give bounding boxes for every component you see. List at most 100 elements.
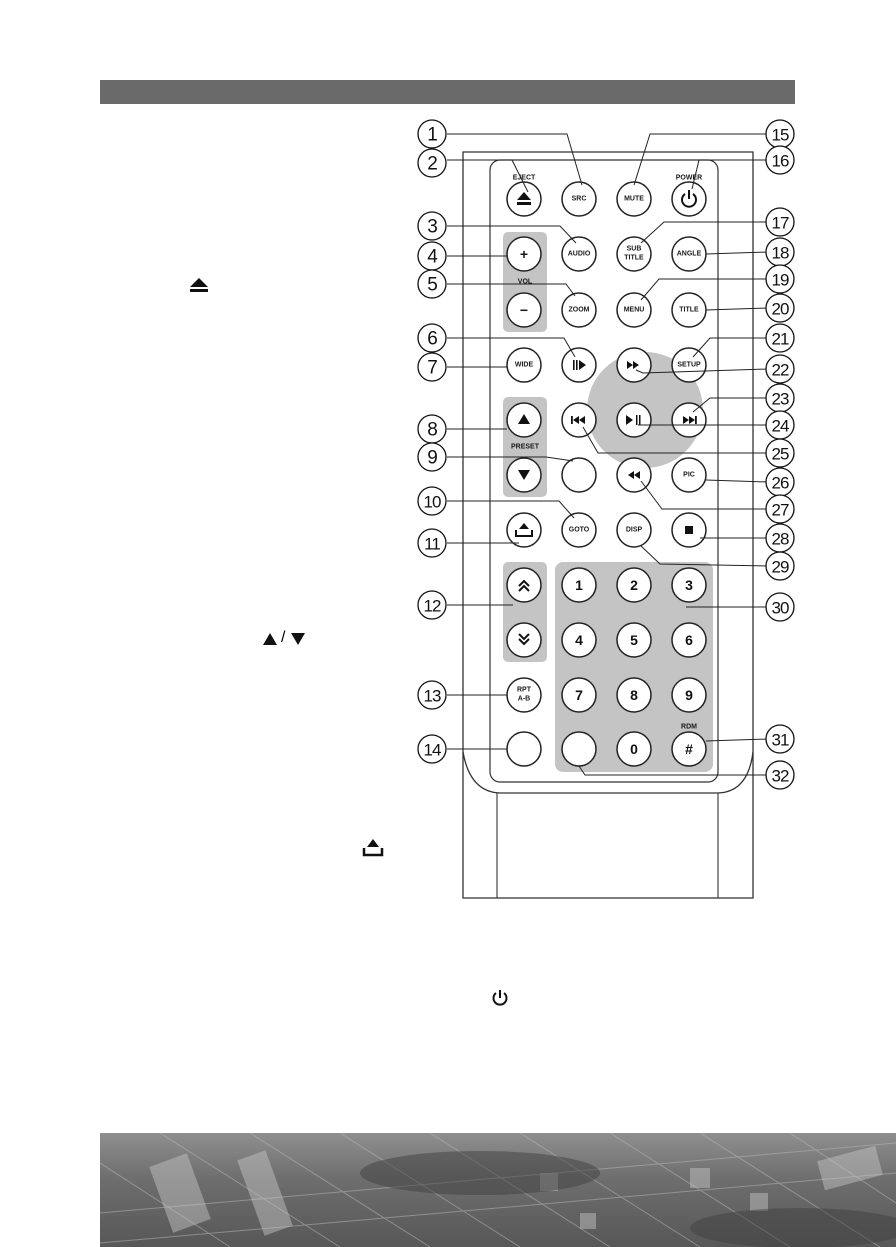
callout-24: 24 [765, 410, 795, 440]
svg-text:29: 29 [772, 558, 789, 577]
page-down-button[interactable] [506, 622, 542, 658]
disp-button[interactable]: DISP [616, 512, 652, 548]
angle-button[interactable]: ANGLE [671, 236, 707, 272]
svg-text:MENU: MENU [624, 307, 645, 314]
subtitle-button[interactable]: SUB TITLE [616, 236, 652, 272]
next-button[interactable] [671, 402, 707, 438]
mute-button[interactable]: MUTE [616, 181, 652, 217]
numpad-1-button[interactable]: 1 [561, 567, 597, 603]
callout-28: 28 [765, 523, 795, 553]
callout-6: 6 [417, 323, 447, 353]
vol-down-button[interactable]: − [506, 292, 542, 328]
pic-button[interactable]: PIC [671, 457, 707, 493]
blank-button-32[interactable] [561, 731, 597, 767]
play-pause-button[interactable] [616, 402, 652, 438]
svg-text:GOTO: GOTO [569, 527, 590, 534]
blank-button-14[interactable] [506, 731, 542, 767]
up-triangle-icon [263, 633, 277, 645]
wide-button[interactable]: WIDE [506, 347, 542, 383]
zoom-button[interactable]: ZOOM [561, 292, 597, 328]
rpt-ab-button[interactable]: RPT A-B [506, 677, 542, 713]
svg-text:6: 6 [685, 632, 693, 648]
leader-lines [447, 133, 769, 776]
power-label: POWER [676, 175, 702, 182]
tray-eject-icon [362, 839, 384, 857]
svg-text:9: 9 [685, 687, 693, 703]
callout-9: 9 [417, 442, 447, 472]
hash-rdm-button[interactable]: # [671, 731, 707, 767]
svg-text:20: 20 [772, 300, 789, 319]
callout-27: 27 [765, 494, 795, 524]
callout-15: 15 [765, 119, 795, 149]
svg-text:23: 23 [772, 390, 789, 409]
header-bar [100, 80, 795, 104]
callout-16: 16 [765, 145, 795, 175]
svg-text:8: 8 [630, 687, 638, 703]
power-button[interactable] [671, 181, 707, 217]
svg-text:10: 10 [424, 493, 441, 512]
src-button[interactable]: SRC [561, 181, 597, 217]
eject-icon [517, 192, 531, 200]
svg-text:3: 3 [685, 577, 693, 593]
svg-text:−: − [520, 302, 528, 318]
svg-text:WIDE: WIDE [515, 362, 534, 369]
svg-text:SRC: SRC [572, 196, 587, 203]
svg-text:4: 4 [575, 632, 583, 648]
numpad-9-button[interactable]: 9 [671, 677, 707, 713]
fast-forward-button[interactable] [616, 347, 652, 383]
callout-19: 19 [765, 264, 795, 294]
goto-button[interactable]: GOTO [561, 512, 597, 548]
stop-button[interactable] [671, 512, 707, 548]
svg-text:PIC: PIC [683, 472, 695, 479]
slow-button[interactable] [561, 347, 597, 383]
numpad-3-button[interactable]: 3 [671, 567, 707, 603]
previous-button[interactable] [561, 402, 597, 438]
callout-7: 7 [417, 352, 447, 382]
eject-button[interactable] [506, 181, 542, 217]
numpad-5-button[interactable]: 5 [616, 622, 652, 658]
numpad-7-button[interactable]: 7 [561, 677, 597, 713]
callout-29: 29 [765, 551, 795, 581]
preset-up-button[interactable] [506, 402, 542, 438]
remote-outer-body [462, 151, 754, 899]
svg-text:16: 16 [772, 152, 789, 171]
callout-1: 1 [417, 119, 447, 149]
numpad-6-button[interactable]: 6 [671, 622, 707, 658]
callout-31: 31 [765, 724, 795, 754]
menu-button[interactable]: MENU [616, 292, 652, 328]
preset-down-button[interactable] [506, 457, 542, 493]
vol-up-button[interactable]: + [506, 236, 542, 272]
double-chevron-up-icon [518, 579, 530, 587]
slow-icon [573, 360, 575, 370]
triangle-down-icon [518, 470, 530, 480]
svg-text:22: 22 [772, 361, 789, 380]
callout-23: 23 [765, 383, 795, 413]
svg-text:#: # [685, 741, 693, 757]
callout-30: 30 [765, 592, 795, 622]
tray-eject-button[interactable] [506, 512, 542, 548]
svg-text:13: 13 [424, 687, 441, 706]
next-icon [683, 416, 689, 424]
svg-text:ZOOM: ZOOM [569, 307, 590, 314]
callout-21: 21 [765, 323, 795, 353]
numpad-4-button[interactable]: 4 [561, 622, 597, 658]
title-button[interactable]: TITLE [671, 292, 707, 328]
audio-button[interactable]: AUDIO [561, 236, 597, 272]
page-up-button[interactable] [506, 567, 542, 603]
callout-26: 26 [765, 467, 795, 497]
setup-button[interactable]: SETUP [671, 347, 707, 383]
svg-text:17: 17 [772, 214, 789, 233]
remote-face-panel [489, 159, 719, 783]
numpad-2-button[interactable]: 2 [616, 567, 652, 603]
blank-button-9[interactable] [561, 457, 597, 493]
callout-8: 8 [417, 414, 447, 444]
numpad-8-button[interactable]: 8 [616, 677, 652, 713]
vol-label: VOL [518, 279, 533, 286]
callout-12: 12 [417, 590, 447, 620]
numpad-0-button[interactable]: 0 [616, 731, 652, 767]
svg-text:32: 32 [772, 767, 789, 786]
svg-text:3: 3 [427, 217, 437, 238]
svg-text:1: 1 [575, 577, 583, 593]
rewind-icon [628, 471, 634, 479]
